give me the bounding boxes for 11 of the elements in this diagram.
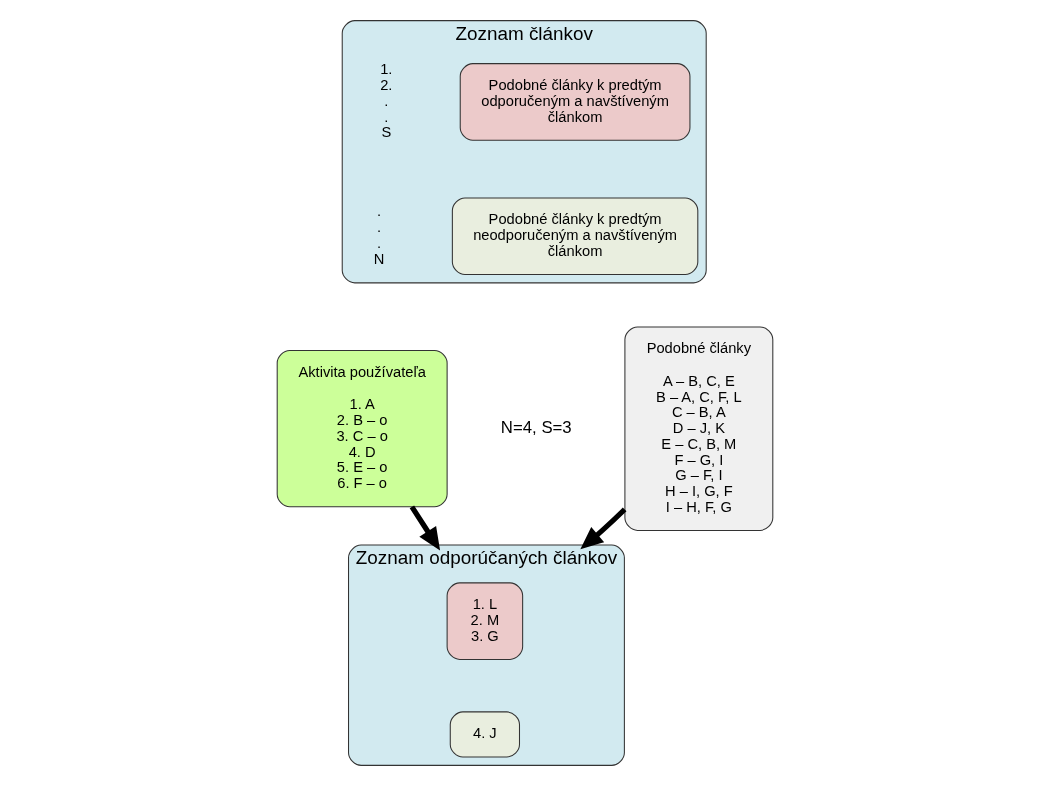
arrow (579, 507, 626, 550)
node-box: Aktivita používateľa 1. A 2. B – o 3. C – o 4. D 5. E – o 6. F – o (276, 350, 448, 508)
node-box: Podobné články A – B, C, E B – A, C, F, L C – B, A D – J, K E – C, B, M F – G, I G – F, I H – I, G, F I – H, F, G (623, 326, 773, 531)
node-box: 1. L 2. M 3. G (446, 582, 523, 660)
label: N=4, S=3 (500, 417, 572, 437)
label: . . . N (373, 203, 384, 267)
arrow (409, 505, 440, 551)
node-box: 4. J (449, 711, 520, 758)
label: 1. 2. . . S (379, 61, 392, 141)
node-box: Podobné články k predtým neodporučeným a navštíveným článkom (451, 197, 698, 275)
node-box: Podobné články k predtým odporučeným a navštíveným článkom (459, 63, 690, 141)
